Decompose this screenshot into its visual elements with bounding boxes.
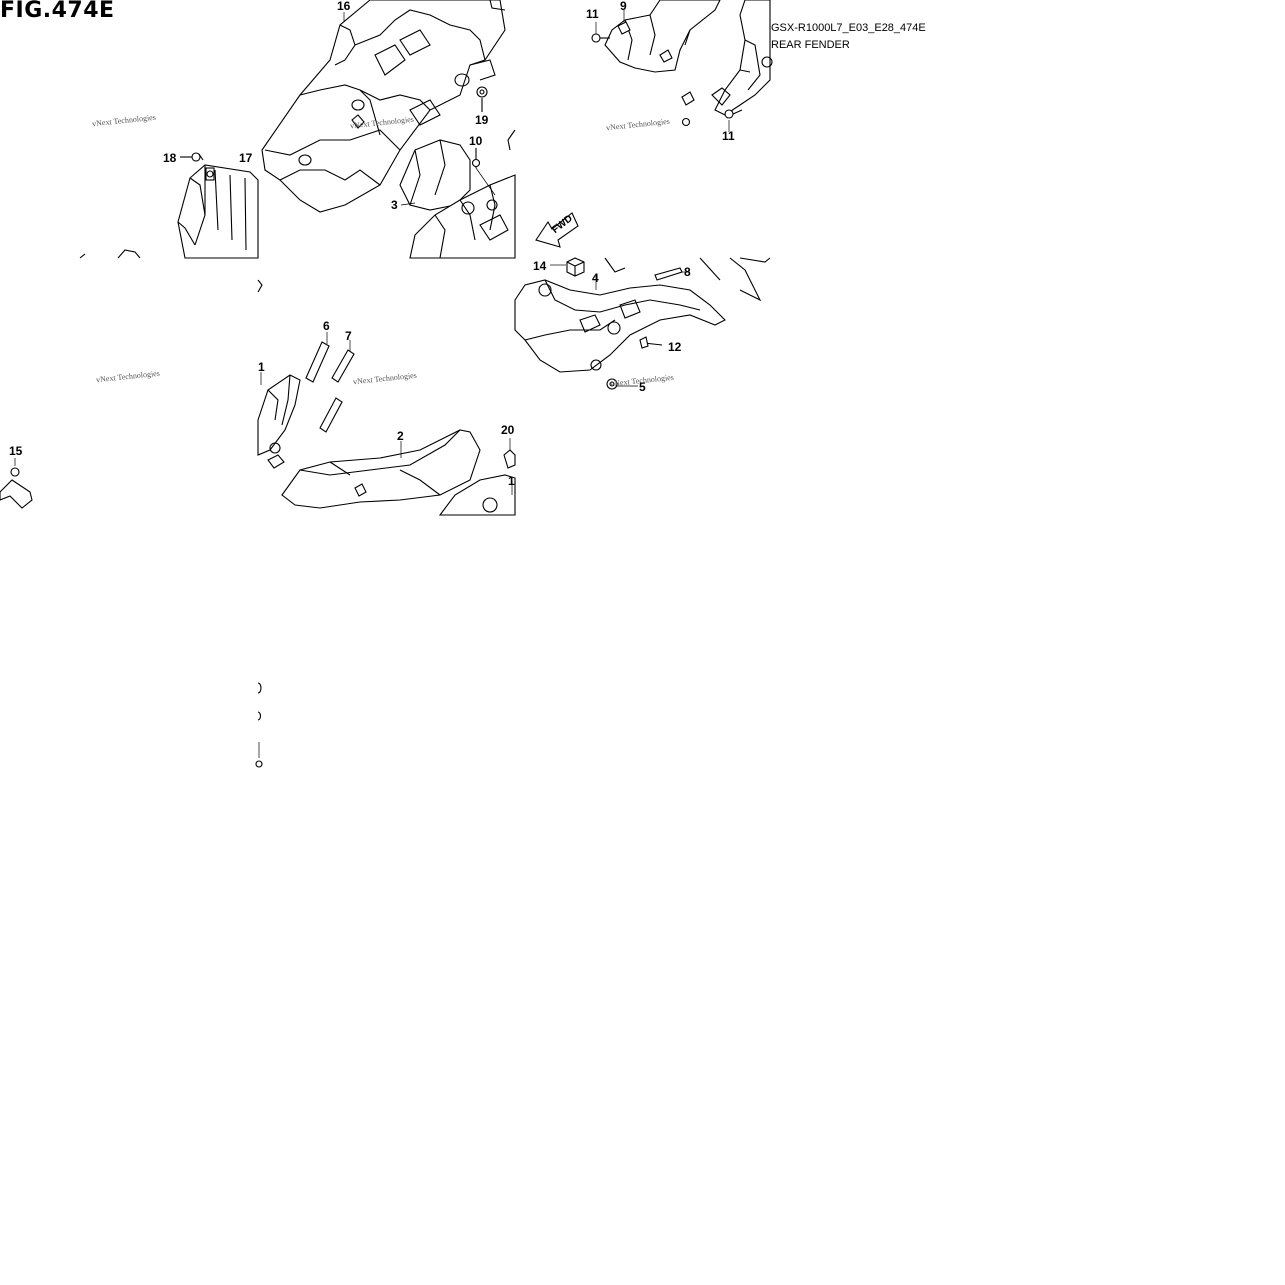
tile-lower-fragment-art xyxy=(255,682,263,768)
callout-1-right: 1 xyxy=(508,474,515,488)
callout-4: 4 xyxy=(592,271,599,285)
callout-17: 17 xyxy=(239,151,253,165)
callout-11-bottom: 11 xyxy=(722,129,735,143)
callout-3: 3 xyxy=(391,198,398,212)
callout-11-top: 11 xyxy=(586,7,599,21)
tile-top-right-art xyxy=(535,0,773,248)
figure-title: FIG.474E xyxy=(0,0,115,23)
callout-9: 9 xyxy=(620,0,627,13)
callout-5: 5 xyxy=(639,380,646,394)
tile-middle-center-art xyxy=(257,279,516,516)
tile-top-center-art xyxy=(261,0,516,259)
figure-name: REAR FENDER xyxy=(771,39,850,51)
callout-19: 19 xyxy=(475,113,489,127)
callout-16: 16 xyxy=(337,0,351,13)
callout-8: 8 xyxy=(684,265,691,279)
tile-middle-left-art xyxy=(0,458,33,509)
callout-20: 20 xyxy=(501,423,515,437)
callout-12: 12 xyxy=(668,340,682,354)
callout-14: 14 xyxy=(533,259,547,273)
figure-code: GSX-R1000L7_E03_E28_474E xyxy=(771,22,926,34)
callout-6: 6 xyxy=(323,319,330,333)
tile-middle-right-art xyxy=(514,257,771,390)
callout-15: 15 xyxy=(9,444,23,458)
callout-1-left: 1 xyxy=(258,360,265,374)
callout-7: 7 xyxy=(345,329,352,343)
callout-18: 18 xyxy=(163,151,177,165)
callout-10: 10 xyxy=(469,134,483,148)
callout-2: 2 xyxy=(397,429,404,443)
tile-top-left-art xyxy=(79,152,259,259)
